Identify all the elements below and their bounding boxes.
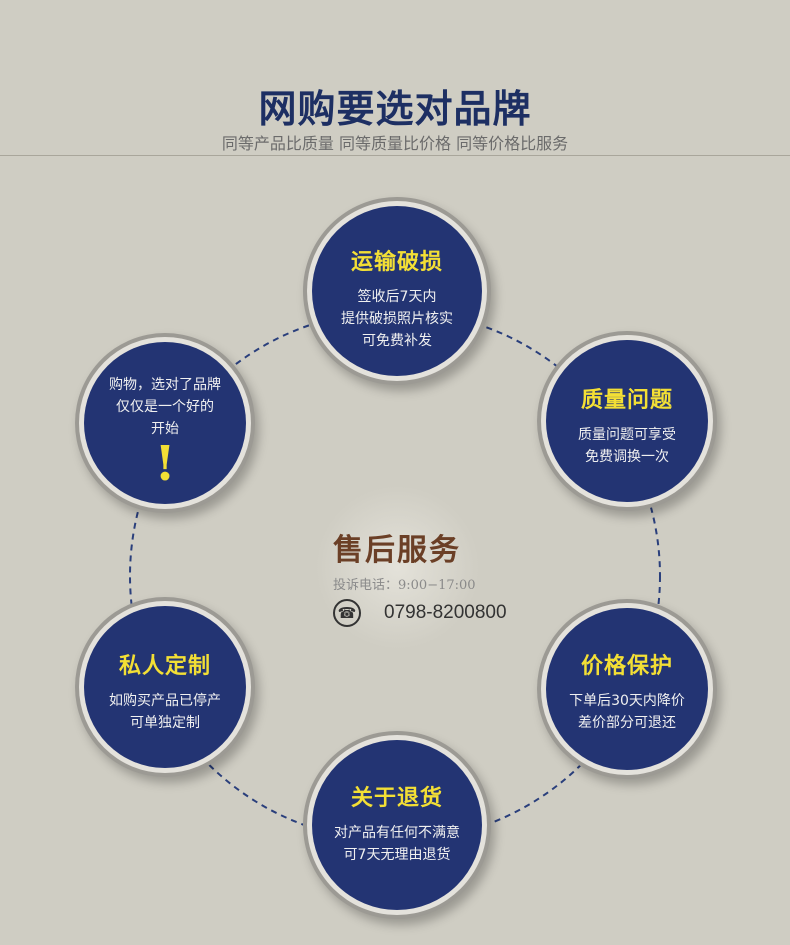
bubble-title: 关于退货	[350, 786, 443, 811]
bubble-title: 质量问题	[580, 388, 673, 413]
service-hours: 投诉电话：9:00−17:00	[333, 578, 476, 593]
bubble-custom: 私人定制 如购买产品已停产 可单独定制	[84, 606, 246, 768]
bubble-title: 价格保护	[580, 654, 673, 679]
bubble-line: 可7天无理由退货	[343, 847, 451, 863]
bubble-brand-start: 购物，选对了品牌 仅仅是一个好的 开始 !	[84, 342, 246, 504]
bubble-line: 质量问题可享受	[578, 427, 676, 443]
bubble-line: 可单独定制	[130, 715, 200, 731]
bubble-line: 如购买产品已停产	[109, 693, 221, 709]
phone-icon: ☎	[333, 599, 361, 627]
bubble-line: 提供破损照片核实	[341, 311, 453, 327]
bubble-line: 差价部分可退还	[578, 715, 676, 731]
bubble-line: 对产品有任何不满意	[334, 825, 460, 841]
bubble-quality: 质量问题 质量问题可享受 免费调换一次	[546, 340, 708, 502]
bubble-line: 签收后7天内	[357, 289, 437, 305]
service-title: 售后服务	[333, 533, 461, 568]
bubble-line: 下单后30天内降价	[569, 693, 685, 709]
header-divider	[0, 155, 790, 156]
bubble-line: 仅仅是一个好的	[116, 399, 214, 415]
page-subtitle: 同等产品比质量 同等质量比价格 同等价格比服务	[221, 134, 569, 153]
bubble-line: 开始	[151, 421, 179, 437]
page-title: 网购要选对品牌	[258, 87, 532, 131]
bubble-title: 运输破损	[350, 250, 443, 275]
bubble-line: 可免费补发	[362, 333, 432, 349]
bubble-returns: 关于退货 对产品有任何不满意 可7天无理由退货	[312, 740, 482, 910]
phone-number: 0798-8200800	[384, 602, 507, 623]
bubble-price-protection: 价格保护 下单后30天内降价 差价部分可退还	[546, 608, 708, 770]
bubble-line: 购物，选对了品牌	[109, 377, 221, 393]
bubble-shipping-damage: 运输破损 签收后7天内 提供破损照片核实 可免费补发	[312, 206, 482, 376]
exclamation-icon: !	[154, 436, 176, 492]
bubble-title: 私人定制	[118, 654, 211, 679]
bubble-line: 免费调换一次	[585, 449, 669, 465]
